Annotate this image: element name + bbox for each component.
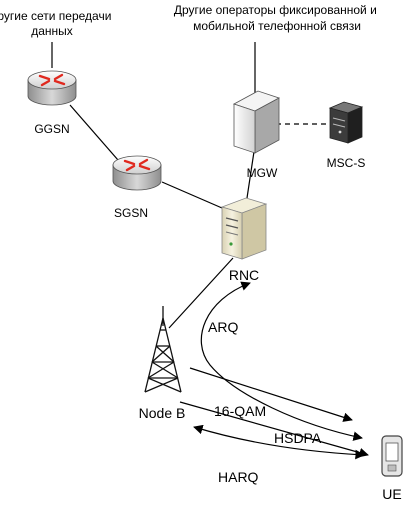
rnc-server-icon[interactable]: [220, 197, 268, 260]
ggsn-router-icon[interactable]: [27, 70, 77, 106]
arrow-arq: [200, 281, 363, 441]
arrow-hsdpa: [179, 401, 369, 458]
mgw-label: MGW: [247, 166, 278, 180]
link-ggsn-sgsn: [69, 104, 119, 161]
harq-label: HARQ: [218, 469, 259, 485]
ue-mobile-phone-icon[interactable]: [381, 435, 403, 477]
ue-label: UE: [382, 486, 401, 502]
sgsn-router-icon[interactable]: [112, 155, 162, 191]
arq-label: ARQ: [208, 319, 238, 335]
link-mgw-rnc: [246, 144, 256, 199]
connection-lines: [51, 42, 369, 460]
msc-s-server-icon[interactable]: [328, 101, 364, 144]
node-b-label: Node B: [139, 405, 186, 421]
ggsn-label: GGSN: [34, 122, 69, 136]
sgsn-label: SGSN: [114, 206, 148, 220]
hsdpa-label: HSDPA: [274, 430, 322, 446]
node-b-radio-tower-icon[interactable]: [144, 306, 182, 393]
arrow-harq: [193, 424, 365, 460]
other-operators-label: Другие операторы фиксированной и мобильн…: [174, 3, 380, 33]
rnc-label: RNC: [229, 267, 259, 283]
link-sgsn-rnc: [161, 181, 223, 209]
16-qam-label: 16-QAM: [214, 403, 266, 419]
msc-s-label: MSC-S: [327, 156, 366, 170]
other-data-networks-label: Другие сети передачи данных: [0, 9, 115, 38]
link-rnc-nodeb: [168, 257, 234, 329]
mgw-media-gateway-icon[interactable]: [232, 90, 281, 154]
